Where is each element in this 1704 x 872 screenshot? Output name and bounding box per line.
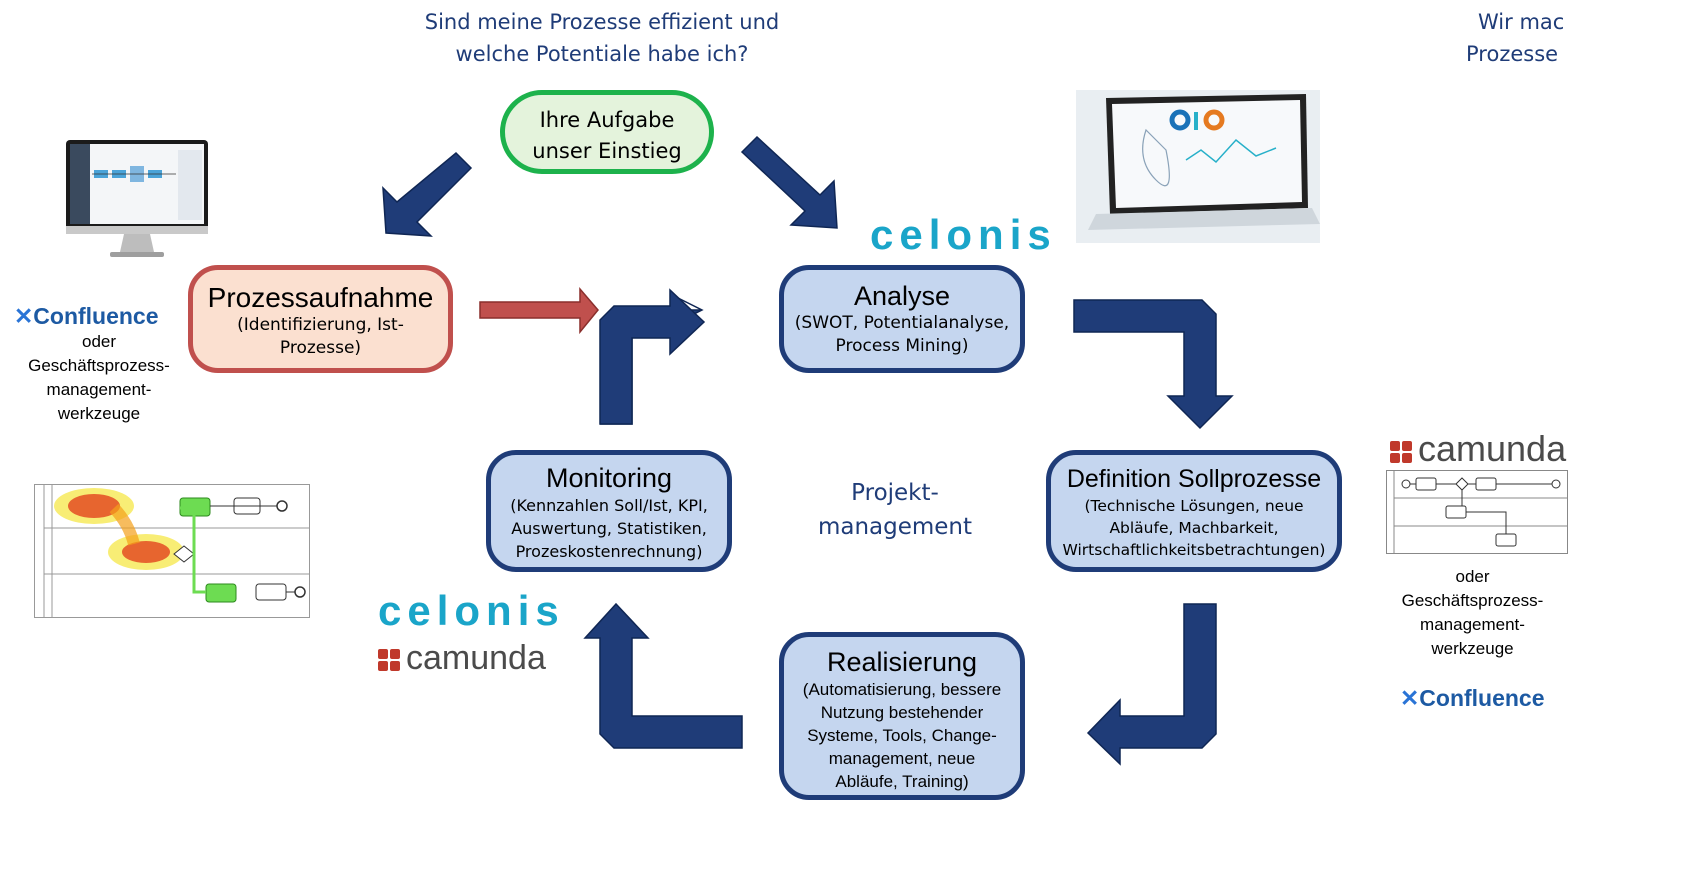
camunda-mark-icon (378, 649, 400, 671)
arrow-monitoring-up (599, 288, 706, 425)
center-label-projektmanagement: Projekt- management (817, 480, 973, 540)
camunda-mark-icon (1390, 441, 1412, 463)
heatmap-process-image (34, 484, 310, 618)
start-box: Ihre Aufgabe unser Einstieg (500, 90, 714, 174)
left-tools-text: oder Geschäftsprozess- management- werkz… (28, 332, 170, 423)
confluence-icon: ✕ (14, 303, 34, 329)
confluence-icon: ✕ (1400, 685, 1420, 711)
arrow-definition-to-realisierung (1086, 603, 1217, 766)
arrow-analyse-to-definition (1073, 299, 1234, 430)
laptop-dashboard-image (1076, 90, 1320, 243)
arrow-prozessaufnahme-to-loop (479, 286, 599, 335)
node-realisierung: Realisierung (Automatisierung, bessere N… (779, 632, 1025, 800)
celonis-logo-bottom: celonis (378, 587, 565, 634)
arrow-start-to-analyse (740, 135, 838, 229)
top-question: Sind meine Prozesse effizient und welche… (424, 10, 780, 66)
node-title: Definition Sollprozesse (1066, 465, 1322, 493)
arrow-realisierung-to-monitoring (583, 602, 743, 749)
top-right-partial-text: Wir mac Prozesse (1466, 10, 1565, 66)
confluence-logo-left: ✕Confluence (14, 303, 159, 329)
node-analyse: Analyse (SWOT, Potentialanalyse, Process… (779, 265, 1025, 373)
monitor-screenshot-image (66, 140, 208, 257)
node-title: Realisierung (826, 647, 978, 677)
celonis-logo-top: celonis (870, 211, 1057, 258)
node-title: Monitoring (545, 463, 673, 493)
camunda-logo-right: camunda (1390, 428, 1566, 470)
node-title: Analyse (853, 281, 951, 311)
node-title: Prozessaufnahme (207, 282, 434, 313)
right-tools-text: oder Geschäftsprozess- management- werkz… (1401, 567, 1544, 658)
bpmn-diagram-image (1386, 470, 1568, 554)
node-prozessaufnahme: Prozessaufnahme (Identifizierung, Ist- P… (188, 265, 453, 373)
node-definition-sollprozesse: Definition Sollprozesse (Technische Lösu… (1046, 450, 1342, 572)
node-monitoring: Monitoring (Kennzahlen Soll/Ist, KPI, Au… (486, 450, 732, 572)
confluence-logo-right: ✕Confluence (1400, 685, 1545, 711)
arrow-start-to-prozessaufnahme (382, 151, 473, 237)
camunda-logo-bottom: camunda (378, 638, 546, 678)
